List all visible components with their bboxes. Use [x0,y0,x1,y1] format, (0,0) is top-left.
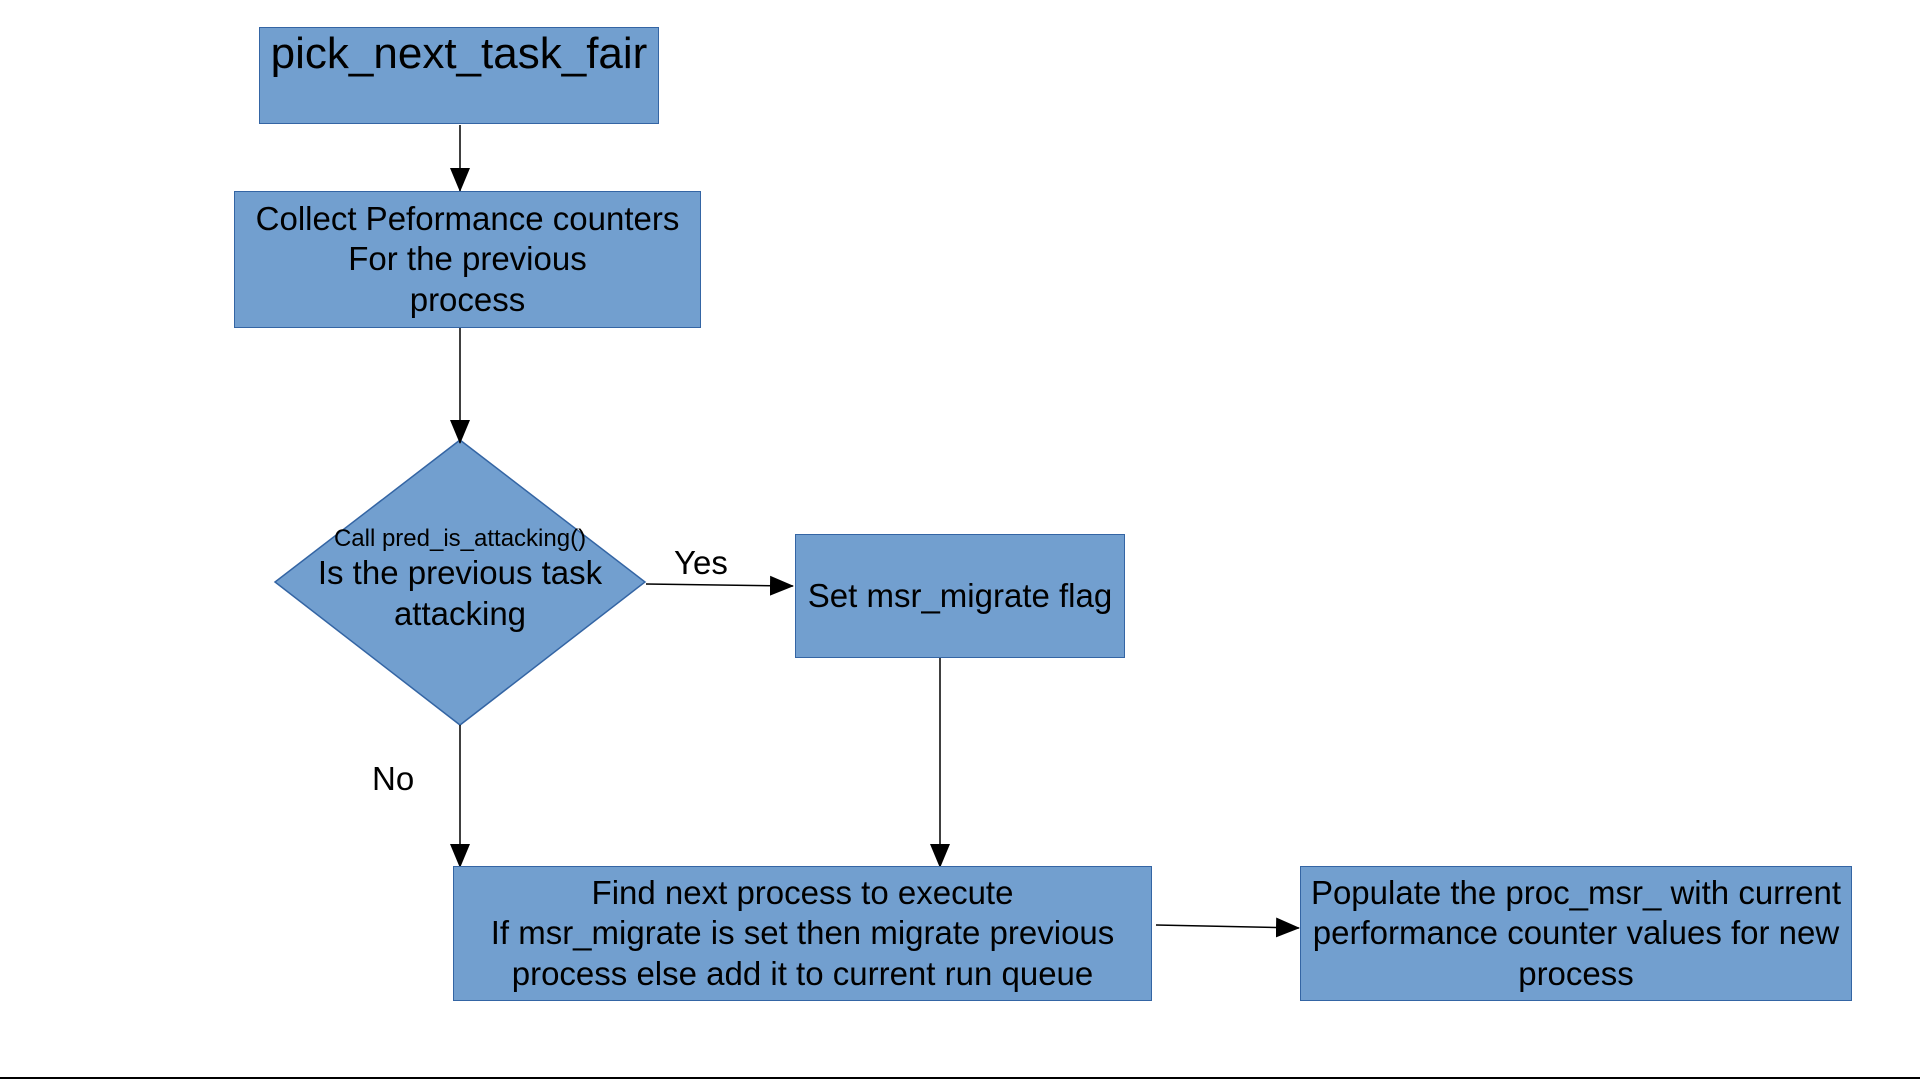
edge-label-yes: Yes [674,544,728,581]
start-node-label: pick_next_task_fair [270,29,648,78]
bottom-divider [0,1077,1920,1079]
start-node-pick-next-task-fair[interactable]: pick_next_task_fair [259,27,659,124]
find-next-process-node[interactable]: Find next process to execute If msr_migr… [453,866,1152,1001]
populate-proc-msr-node[interactable]: Populate the proc_msr_ with current perf… [1300,866,1852,1001]
set-flag-label: Set msr_migrate flag [807,576,1113,614]
populate-line-3: process [1518,954,1634,992]
find-next-line-2: If msr_migrate is set then migrate previ… [490,914,1115,952]
arrow-decision-yes-to-setflag [645,575,794,596]
find-next-line-1: Find next process to execute [591,874,1014,912]
decision-call-label: Call pred_is_attacking() [333,525,587,552]
arrow-findnext-to-populate [1155,917,1300,938]
populate-line-1: Populate the proc_msr_ with current [1310,874,1842,912]
collect-counters-line-3: process [409,280,526,318]
collect-counters-line-1: Collect Peformance counters [255,200,680,238]
populate-line-2: performance counter values for new [1312,914,1840,952]
find-next-line-3: process else add it to current run queue [511,954,1094,992]
decision-question-line-1: Is the previous task [317,554,603,592]
edge-label-no: No [372,760,415,797]
decision-text: Call pred_is_attacking() Is the previous… [275,524,645,634]
decision-question-line-2: attacking [393,594,527,632]
collect-counters-line-2: For the previous [348,240,587,278]
collect-counters-node[interactable]: Collect Peformance counters For the prev… [234,191,701,328]
set-msr-migrate-flag-node[interactable]: Set msr_migrate flag [795,534,1125,658]
